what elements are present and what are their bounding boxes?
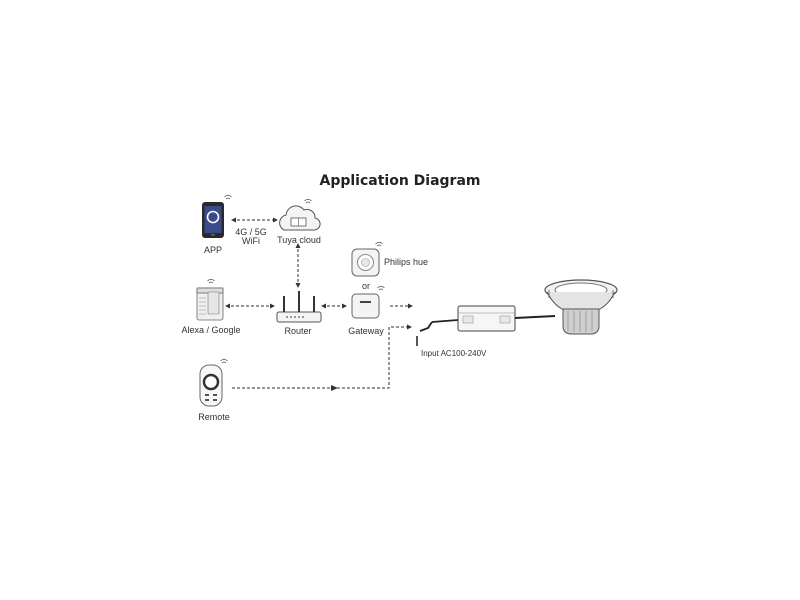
remote-line-arrow bbox=[331, 385, 338, 391]
router-label: Router bbox=[284, 326, 312, 336]
smartphone-icon bbox=[202, 194, 232, 238]
app-cloud-link-label: 4G / 5G WiFi bbox=[235, 228, 267, 246]
tuya-cloud-label: Tuya cloud bbox=[277, 235, 321, 245]
app-label: APP bbox=[203, 245, 223, 255]
conn-remote-driver bbox=[232, 324, 412, 389]
cloud-icon bbox=[279, 198, 321, 231]
downlight-icon bbox=[544, 279, 618, 335]
network-label-line2: WiFi bbox=[241, 236, 260, 246]
gateway-label: Gateway bbox=[348, 326, 384, 336]
network-label-line1: 4G / 5G bbox=[235, 227, 267, 237]
router-icon bbox=[276, 291, 322, 323]
input-voltage-label: Input AC100-240V bbox=[421, 349, 487, 358]
gateway-icon bbox=[351, 285, 385, 319]
smart-speaker-icon bbox=[196, 278, 224, 321]
hue-bridge-icon bbox=[351, 241, 383, 277]
remote-label: Remote bbox=[198, 412, 230, 422]
alexa-google-label: Alexa / Google bbox=[181, 325, 241, 335]
diagram-title: Application Diagram bbox=[319, 173, 481, 189]
or-label: or bbox=[361, 281, 371, 291]
philips-hue-label: Philips hue bbox=[384, 257, 429, 267]
led-driver-icon bbox=[416, 305, 556, 346]
remote-control-icon bbox=[199, 358, 228, 407]
